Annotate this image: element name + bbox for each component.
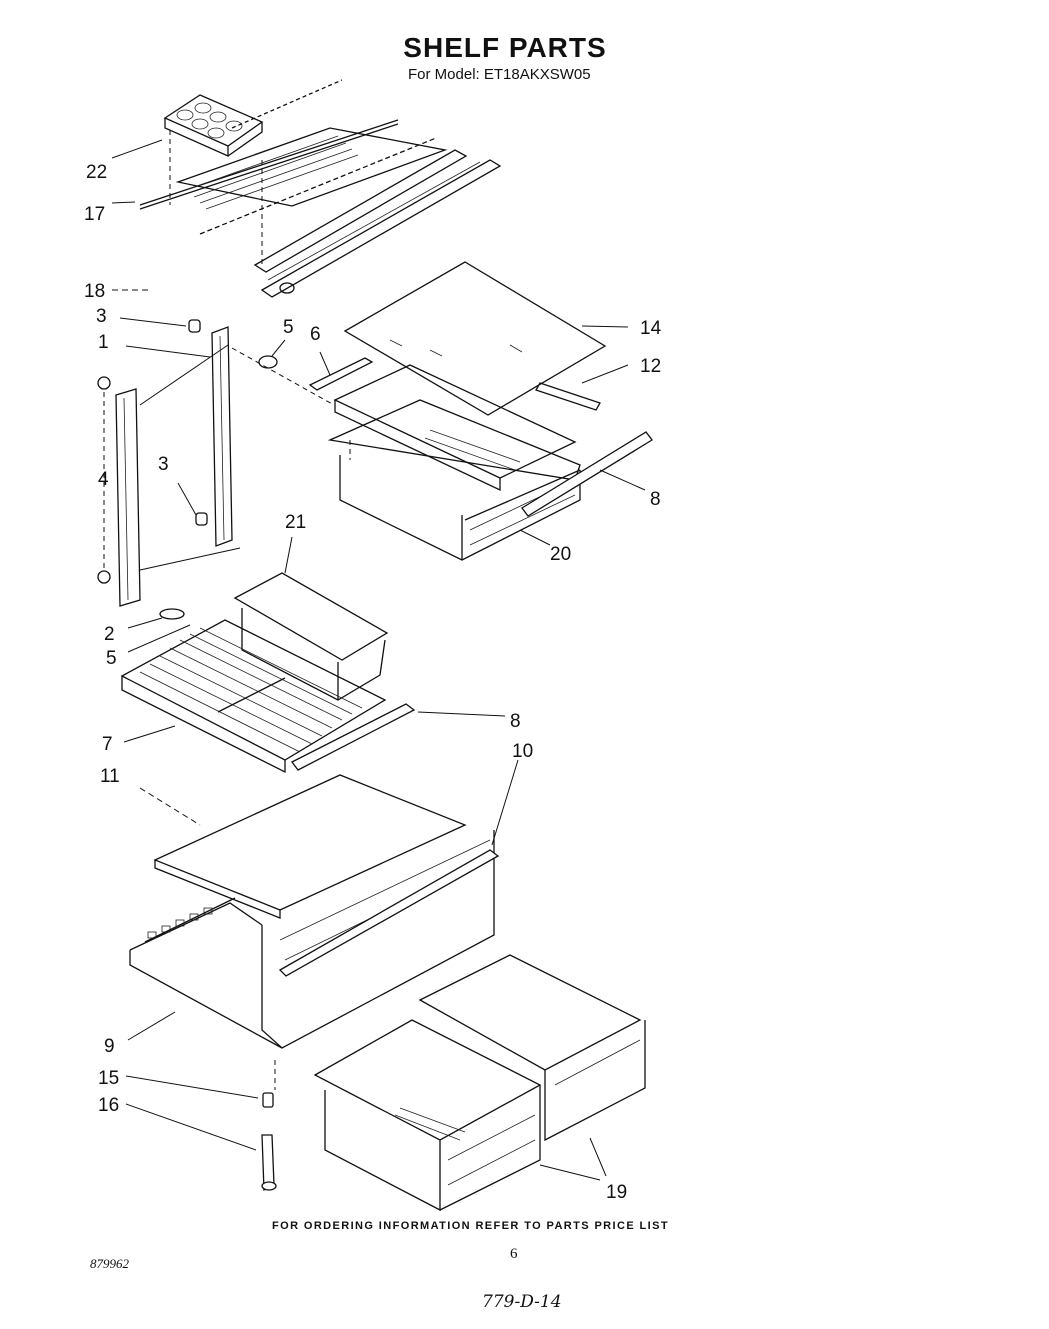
callout-19: 19	[606, 1182, 627, 1203]
ordering-note: FOR ORDERING INFORMATION REFER TO PARTS …	[272, 1220, 669, 1232]
callout-5b: 5	[106, 648, 117, 669]
callout-8: 8	[650, 489, 661, 510]
callout-21: 21	[285, 512, 306, 533]
callout-20: 20	[550, 544, 571, 565]
callout-22: 22	[86, 162, 107, 183]
callout-10: 10	[512, 741, 533, 762]
callout-8b: 8	[510, 711, 521, 732]
callout-18: 18	[84, 281, 105, 302]
callout-2: 2	[104, 624, 115, 645]
callout-12: 12	[640, 356, 661, 377]
callout-labels: 22 17 18 3 1 4 3 5 6 14 12 8 20 21 2 5 7…	[84, 162, 662, 1203]
upright-rails	[97, 319, 278, 620]
callout-1: 1	[98, 332, 109, 353]
bracket-parts	[261, 1092, 277, 1192]
callout-3: 3	[96, 306, 107, 327]
callout-14: 14	[640, 318, 662, 339]
middle-shelf-assembly	[120, 572, 416, 774]
upper-crisper-assembly	[231, 261, 653, 561]
callout-5: 5	[283, 317, 294, 338]
callout-6: 6	[310, 324, 321, 345]
callout-9: 9	[104, 1036, 115, 1057]
lower-shelf-pan-assembly	[129, 774, 500, 1090]
lower-crisper-drawers	[313, 954, 646, 1212]
document-number: 879962	[90, 1256, 129, 1271]
callout-16: 16	[98, 1095, 119, 1116]
callout-3b: 3	[158, 454, 169, 475]
callout-17: 17	[84, 204, 105, 225]
model-subtitle: For Model: ET18AKXSW05	[408, 66, 591, 83]
callout-leaders	[111, 139, 646, 1181]
page-number: 6	[510, 1246, 518, 1262]
callout-15: 15	[98, 1068, 119, 1089]
callout-11: 11	[100, 766, 120, 787]
callout-4: 4	[98, 469, 109, 490]
handwritten-note: 779-D-14	[482, 1292, 562, 1312]
callout-7: 7	[102, 734, 113, 755]
page-title: SHELF PARTS	[403, 32, 607, 63]
top-rail-assembly	[139, 79, 502, 298]
